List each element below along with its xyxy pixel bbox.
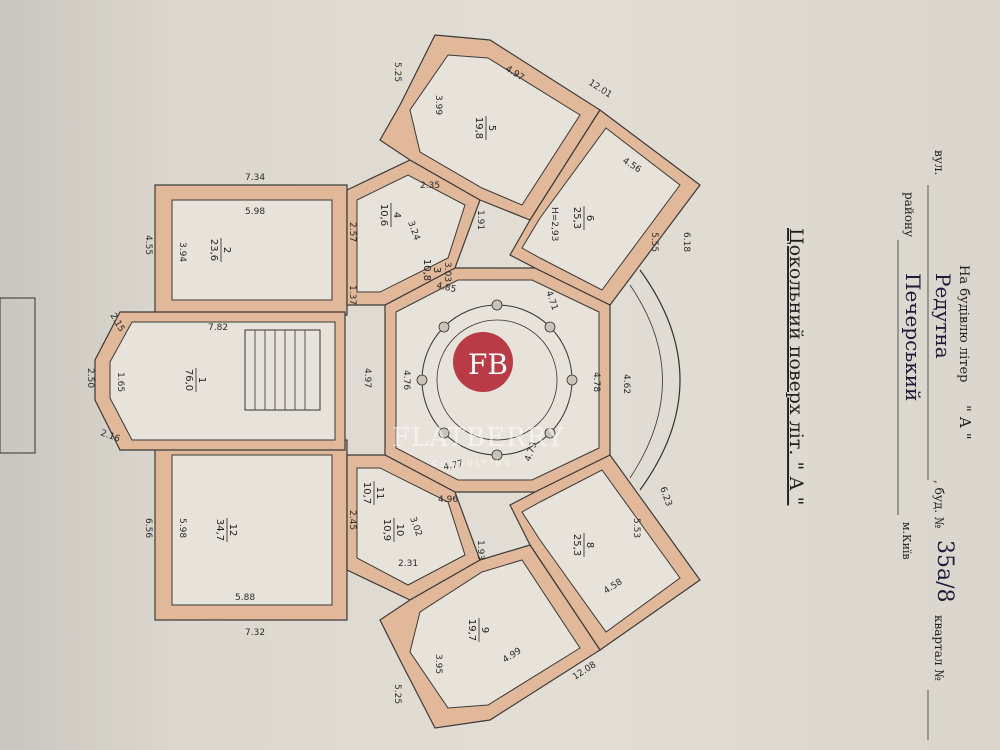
svg-text:76,0: 76,0 xyxy=(183,369,194,391)
svg-text:5: 5 xyxy=(486,125,497,131)
svg-text:12: 12 xyxy=(227,524,238,537)
svg-text:5.98: 5.98 xyxy=(245,207,265,217)
header-build-value: 35а/8 xyxy=(932,540,957,603)
svg-text:10: 10 xyxy=(394,524,405,537)
svg-text:6.18: 6.18 xyxy=(681,232,691,252)
svg-text:1.91: 1.91 xyxy=(475,210,485,230)
svg-text:11: 11 xyxy=(374,487,385,500)
svg-text:6: 6 xyxy=(584,215,595,221)
header-street-value: Редутна xyxy=(931,273,955,359)
svg-text:1.37: 1.37 xyxy=(347,285,357,305)
header-quarter-label: квартал № xyxy=(932,615,946,681)
header-district-value: Печерський xyxy=(901,273,925,401)
svg-text:8: 8 xyxy=(584,542,595,548)
svg-text:7.82: 7.82 xyxy=(208,323,228,333)
watermark-brand: FLATBERRY xyxy=(392,423,565,453)
svg-text:7.32: 7.32 xyxy=(245,628,265,638)
svg-text:9: 9 xyxy=(479,627,490,633)
svg-text:4.85: 4.85 xyxy=(435,281,457,295)
svg-text:7.34: 7.34 xyxy=(245,173,265,183)
room-10-label: 10 10,9 xyxy=(381,518,405,542)
svg-text:6.56: 6.56 xyxy=(143,518,153,538)
svg-text:4.55: 4.55 xyxy=(143,235,153,255)
header-city-value: м.Київ xyxy=(900,522,913,560)
svg-text:12.01: 12.01 xyxy=(586,78,613,100)
watermark-monogram: FB xyxy=(468,348,508,381)
room-labels: 1 76,0 2 23,6 3 10,8 4 10,6 5 19,8 6 25,… xyxy=(183,116,595,642)
svg-text:3.95: 3.95 xyxy=(433,654,443,674)
svg-text:3.99: 3.99 xyxy=(433,95,443,115)
svg-text:5.88: 5.88 xyxy=(235,593,255,603)
svg-text:34,7: 34,7 xyxy=(214,519,225,541)
svg-text:5.55: 5.55 xyxy=(649,232,659,252)
room-4-label: 4 10,6 xyxy=(378,203,402,227)
room-11-label: 11 10,7 xyxy=(361,481,385,505)
svg-text:19,8: 19,8 xyxy=(473,117,484,139)
svg-text:2.50: 2.50 xyxy=(85,368,95,388)
header-lit-value: " А " xyxy=(956,405,974,440)
svg-text:5.53: 5.53 xyxy=(631,518,641,538)
svg-text:2: 2 xyxy=(221,247,232,253)
room-6-label: 6 25,3 xyxy=(571,206,595,230)
svg-text:1.65: 1.65 xyxy=(115,372,125,392)
room-9-label: 9 19,7 xyxy=(466,618,490,642)
watermark: FB FLATBERRY CONSULTING xyxy=(392,332,565,468)
svg-text:1: 1 xyxy=(196,377,207,383)
svg-text:23,6: 23,6 xyxy=(208,239,219,261)
header-build-label: , буд. № xyxy=(932,480,946,528)
room-1-label: 1 76,0 xyxy=(183,368,207,392)
svg-text:5.25: 5.25 xyxy=(392,684,402,704)
svg-text:25,3: 25,3 xyxy=(571,207,582,229)
room-12-label: 12 34,7 xyxy=(214,518,238,542)
svg-text:4.77: 4.77 xyxy=(443,459,465,473)
header-lit-label: На будівлю літер xyxy=(956,265,971,383)
header-street-label: вул. xyxy=(932,150,946,175)
svg-text:4.97: 4.97 xyxy=(362,368,372,388)
svg-text:4.62: 4.62 xyxy=(621,374,631,394)
svg-text:4.78: 4.78 xyxy=(591,372,601,392)
svg-text:6.23: 6.23 xyxy=(657,486,673,508)
walls xyxy=(0,34,701,729)
svg-text:2.35: 2.35 xyxy=(420,181,440,191)
svg-text:3.03: 3.03 xyxy=(442,262,452,282)
plan-title: Цокольний поверх літ. " А " xyxy=(785,228,807,505)
svg-text:2.31: 2.31 xyxy=(398,559,418,569)
svg-text:2.45: 2.45 xyxy=(347,510,357,530)
svg-text:1.93: 1.93 xyxy=(475,540,485,560)
header-block: На будівлю літер " А " вул. Редутна , бу… xyxy=(897,150,974,740)
svg-text:10,6: 10,6 xyxy=(378,204,389,226)
height-note: Н=2,93 xyxy=(549,207,559,241)
svg-text:5.25: 5.25 xyxy=(392,62,402,82)
room-3-label: 3 10,8 xyxy=(421,259,442,281)
svg-text:4.96: 4.96 xyxy=(438,495,458,505)
room-2-label: 2 23,6 xyxy=(208,238,232,262)
svg-text:25,3: 25,3 xyxy=(571,534,582,556)
svg-text:10,7: 10,7 xyxy=(361,482,372,504)
svg-text:5.98: 5.98 xyxy=(177,518,187,538)
watermark-sub: CONSULTING xyxy=(432,459,514,468)
svg-text:19,7: 19,7 xyxy=(466,619,477,641)
svg-text:3: 3 xyxy=(431,267,442,273)
room-8-label: 8 25,3 xyxy=(571,533,595,557)
svg-text:4: 4 xyxy=(391,212,402,218)
watermark-logo-icon xyxy=(453,332,513,392)
svg-text:2.57: 2.57 xyxy=(347,222,357,242)
svg-text:3.94: 3.94 xyxy=(177,242,187,262)
svg-text:10,8: 10,8 xyxy=(421,259,432,281)
dimension-labels: 7.34 5.98 4.55 3.94 2.57 2.35 3.24 1.91 … xyxy=(85,62,691,704)
svg-text:10,9: 10,9 xyxy=(381,519,392,541)
svg-text:4.76: 4.76 xyxy=(401,370,411,390)
room-5-label: 5 19,8 xyxy=(473,116,497,140)
header-district-label: району xyxy=(902,192,916,237)
